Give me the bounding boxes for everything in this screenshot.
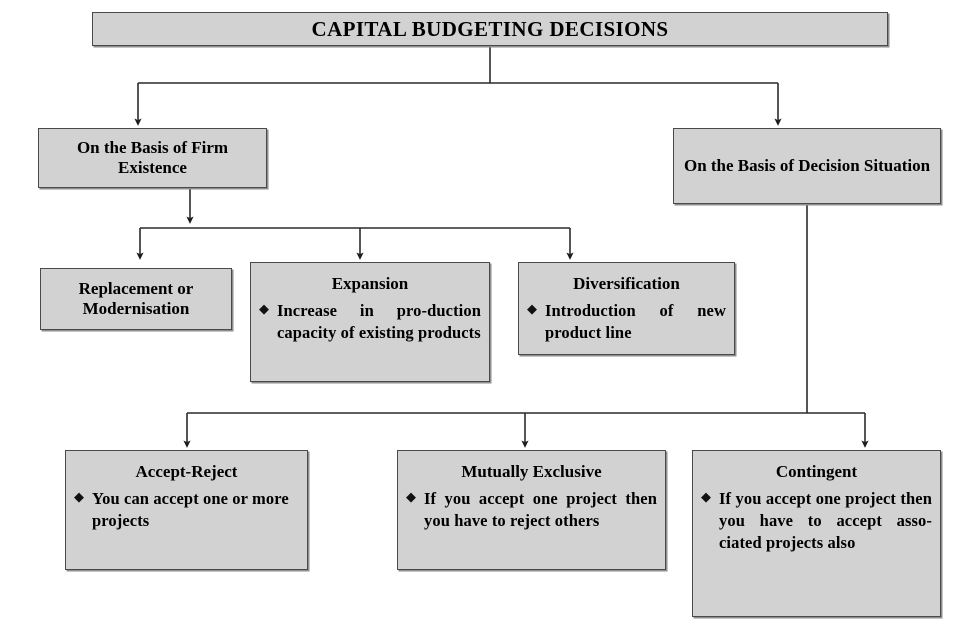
node-title: On the Basis of Decision Situation [683, 155, 931, 175]
node-bullet-text: If you accept one project then you have … [719, 488, 932, 552]
diamond-bullet-icon: ◆ [527, 300, 537, 316]
node-bullet-text: If you accept one project then you have … [424, 488, 657, 530]
node-title: Contingent [775, 462, 858, 481]
node-title: Diversification [573, 274, 680, 293]
diamond-bullet-icon: ◆ [74, 488, 84, 504]
node-diversification[interactable]: Diversification ◆ Introduction of new pr… [518, 262, 735, 355]
node-replacement-or-modernisation[interactable]: Replacement or Modernisation [40, 268, 232, 330]
node-bullet: ◆ You can accept one or more projects [66, 483, 307, 532]
node-bullet: ◆ Introduction of new product line [519, 295, 734, 344]
diamond-bullet-icon: ◆ [406, 488, 416, 504]
node-bullet: ◆ Increase in pro-duction capacity of ex… [251, 295, 489, 344]
diamond-bullet-icon: ◆ [259, 300, 269, 316]
node-on-the-basis-of-decision-situation[interactable]: On the Basis of Decision Situation [673, 128, 941, 204]
node-mutually-exclusive[interactable]: Mutually Exclusive ◆ If you accept one p… [397, 450, 666, 570]
node-title: Replacement or Modernisation [78, 278, 194, 318]
node-bullet-text: Increase in pro-duction capacity of exis… [277, 300, 481, 342]
node-title: CAPITAL BUDGETING DECISIONS [311, 16, 669, 41]
node-bullet-text: Introduction of new product line [545, 300, 726, 342]
node-title: Expansion [331, 274, 409, 293]
node-bullet-text: You can accept one or more projects [92, 488, 289, 530]
node-expansion[interactable]: Expansion ◆ Increase in pro-duction capa… [250, 262, 490, 382]
node-accept-reject[interactable]: Accept-Reject ◆ You can accept one or mo… [65, 450, 308, 570]
node-capital-budgeting-decisions[interactable]: CAPITAL BUDGETING DECISIONS [92, 12, 888, 46]
node-title: Mutually Exclusive [461, 462, 602, 481]
diamond-bullet-icon: ◆ [701, 488, 711, 504]
node-bullet: ◆ If you accept one project then you hav… [398, 483, 665, 532]
node-contingent[interactable]: Contingent ◆ If you accept one project t… [692, 450, 941, 617]
node-on-the-basis-of-firm-existence[interactable]: On the Basis of Firm Existence [38, 128, 267, 188]
node-title: On the Basis of Firm Existence [76, 137, 229, 177]
node-bullet: ◆ If you accept one project then you hav… [693, 483, 940, 554]
node-title: Accept-Reject [135, 462, 238, 481]
